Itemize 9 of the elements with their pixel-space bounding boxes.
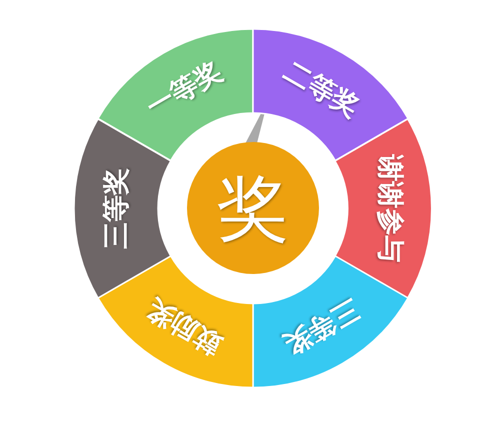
center-label: 奖 <box>217 172 289 244</box>
segment-label: 三等奖 <box>102 168 130 248</box>
segment-label: 三等奖 <box>280 294 364 359</box>
segment-label: 谢谢参与 <box>376 154 404 262</box>
segment-label: 二等奖 <box>280 57 364 122</box>
segment-label: 一等奖 <box>142 57 226 122</box>
prize-segment <box>74 118 171 298</box>
center-button <box>187 142 319 274</box>
segment-label: 鼓励奖 <box>142 294 226 359</box>
